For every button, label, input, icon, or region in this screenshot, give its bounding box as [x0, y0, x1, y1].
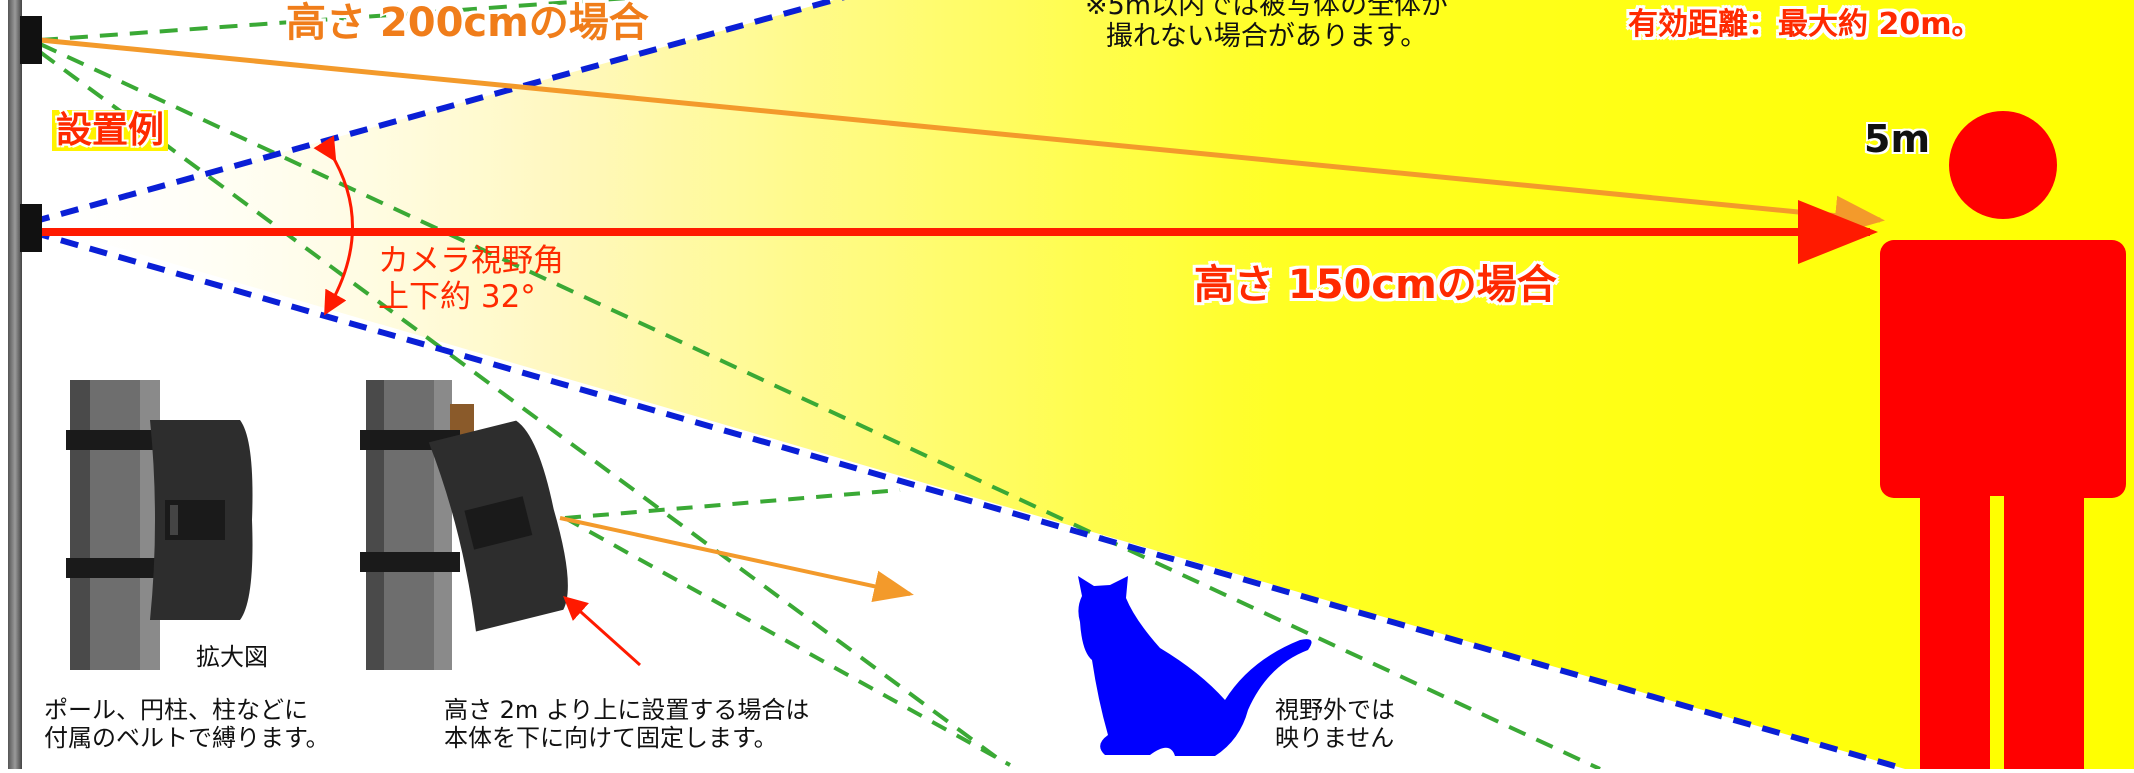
- caption-belt-line2: 付属のベルトで縛ります。: [44, 723, 330, 752]
- caption-downward-line1: 高さ 2m より上に設置する場合は: [444, 696, 810, 724]
- label-zoom: 拡大図: [196, 643, 268, 671]
- caption-out-of-view: 視野外では 映りません: [1275, 696, 1395, 752]
- angle-arc: [313, 135, 354, 316]
- fov-blue-upper: [31, 0, 846, 225]
- fov-area: [30, 0, 2134, 769]
- fov-green-detail-b: [564, 488, 901, 520]
- line-200cm: [39, 37, 1885, 236]
- label-angle: カメラ視野角 上下約 32°: [378, 243, 564, 315]
- label-example: 設置例: [52, 110, 169, 152]
- label-effective-range: 有効距離：最大約 20m。: [1628, 7, 1982, 42]
- camera-mount-upper: [20, 16, 42, 64]
- note-line2: 撮れない場合があります。: [1105, 21, 1428, 53]
- camera-mount-middle: [20, 204, 42, 252]
- label-distance: 5m: [1864, 117, 1931, 161]
- angle-line1: カメラ視野角: [378, 243, 564, 279]
- pole: [8, 0, 22, 769]
- trail-camera-tilted-icon: [360, 380, 914, 670]
- label-height-200: 高さ 200cmの場合: [286, 0, 649, 46]
- cat-silhouette-icon: [1078, 576, 1312, 756]
- caption-belt-line1: ポール、円柱、柱などに: [44, 696, 308, 724]
- caption-out-of-view-line2: 映りません: [1275, 723, 1395, 752]
- note: ※5m以内では被写体の全体が 撮れない場合があります。: [1085, 0, 1448, 52]
- fov-blue-lower: [31, 229, 1906, 772]
- fov-green-lower: [39, 42, 1601, 771]
- angle-line2: 上下約 32°: [378, 278, 536, 315]
- note-line1: ※5m以内では被写体の全体が: [1085, 0, 1449, 21]
- fov-green-long: [38, 50, 1002, 762]
- trail-camera-icon: [66, 380, 253, 670]
- fov-green-detail-a: [564, 516, 1011, 767]
- person-silhouette-icon: [1880, 111, 2126, 769]
- caption-belt: ポール、円柱、柱などに 付属のベルトで縛ります。: [44, 696, 330, 752]
- caption-downward: 高さ 2m より上に設置する場合は 本体を下に向けて固定します。: [444, 696, 810, 752]
- label-height-150: 高さ 150cmの場合: [1194, 262, 1557, 308]
- caption-downward-line2: 本体を下に向けて固定します。: [444, 723, 778, 752]
- caption-out-of-view-line1: 視野外では: [1275, 696, 1395, 724]
